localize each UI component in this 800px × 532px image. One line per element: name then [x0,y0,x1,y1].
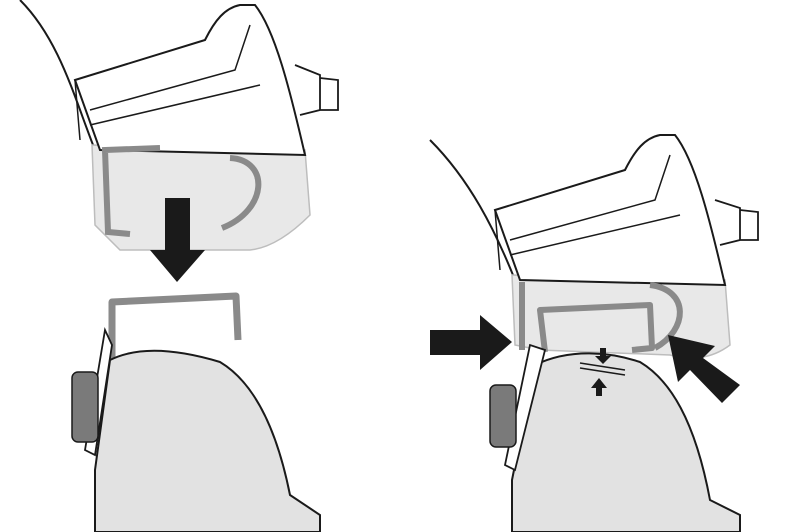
panel-before [19,0,339,532]
gap-arrow-down-icon [595,348,611,364]
curved-latch [649,282,683,351]
knob [71,371,99,443]
gap-line-bottom [579,367,626,376]
base-block [511,352,741,532]
connector-plug [294,64,339,116]
connector-plug [714,199,759,246]
curved-latch [220,155,262,231]
panel-after [429,134,759,532]
knob [489,384,517,448]
base-block [94,349,321,532]
arrow-diagonal-left-icon [668,335,740,403]
gap-arrow-up-icon [591,378,607,396]
device-body-detail [494,154,681,271]
device-body [73,4,307,157]
clip-hook [519,282,655,353]
arrow-right-icon [430,315,512,370]
device-body-detail [74,24,261,141]
device-outer-outline [19,0,96,151]
arrow-down-icon [150,198,205,282]
device-outer-outline [429,139,516,281]
bracket-staple [108,292,242,362]
clip-hook [101,145,161,237]
device-body [493,134,727,287]
gap-line-top [579,362,626,371]
